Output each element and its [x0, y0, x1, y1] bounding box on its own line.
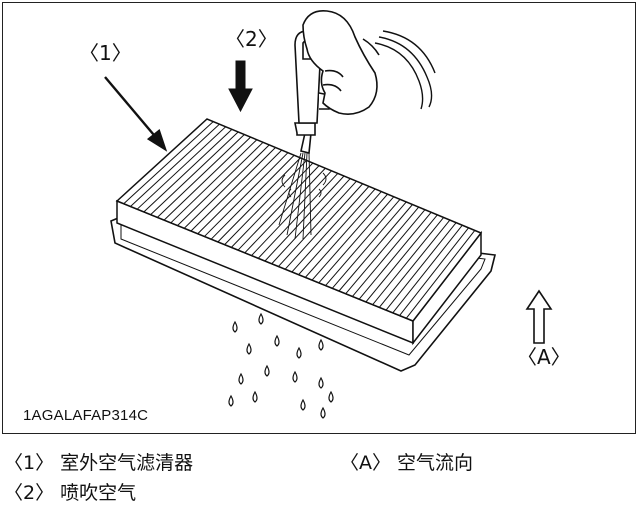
- pleat-line: [224, 160, 307, 245]
- water-drop: [318, 376, 324, 389]
- water-drop: [274, 334, 280, 347]
- pleat-line: [163, 136, 251, 221]
- airflow-arrow: [525, 289, 553, 344]
- water-drop: [300, 398, 306, 411]
- pleat-line: [170, 139, 258, 224]
- pleat-line: [244, 167, 326, 254]
- water-drop: [292, 370, 298, 383]
- water-drop: [252, 390, 258, 403]
- water-drops: [228, 312, 334, 419]
- figure-frame: 〈1〉 〈2〉 〈A〉 1AGALAFAP314C: [2, 2, 636, 434]
- legend-tag: 〈A〉: [340, 452, 391, 474]
- pleat-line: [298, 188, 376, 275]
- pleat-line: [130, 123, 220, 207]
- pleat-line: [157, 134, 245, 218]
- pleat-line: [291, 186, 370, 273]
- filter-pleats: [123, 121, 476, 319]
- water-drop: [318, 338, 324, 351]
- pleat-line: [183, 144, 270, 229]
- water-drop: [228, 394, 234, 407]
- pleat-line: [311, 193, 388, 281]
- pleat-line: [385, 222, 457, 311]
- water-drop: [232, 320, 238, 333]
- pleat-line: [325, 198, 401, 286]
- pleat-line: [204, 152, 289, 237]
- legend-text: 空气流向: [397, 452, 474, 474]
- water-drop: [296, 346, 302, 359]
- water-drop: [328, 390, 334, 403]
- pleat-line: [231, 162, 314, 248]
- pleat-line: [372, 217, 445, 305]
- pleat-line: [399, 227, 469, 316]
- callout-airflow: 〈A〉: [517, 345, 571, 369]
- pleat-line: [284, 183, 364, 270]
- pleat-line: [358, 211, 432, 300]
- pleat-line: [136, 126, 227, 210]
- hand: [302, 9, 380, 115]
- air-filter-illustration: [104, 9, 553, 419]
- pleat-line: [278, 180, 357, 267]
- water-drop: [238, 372, 244, 385]
- pleat-line: [318, 196, 395, 284]
- water-drop: [246, 342, 252, 355]
- pleat-line: [405, 230, 476, 319]
- water-drop: [264, 364, 270, 377]
- air-hose: [374, 30, 436, 110]
- legend-text: 喷吹空气: [60, 482, 137, 504]
- pleat-line: [345, 206, 420, 295]
- pleat-line: [331, 201, 407, 289]
- pleat-line: [197, 149, 283, 235]
- filter-leader-arrow: [104, 76, 168, 152]
- legend-tag: 〈1〉: [4, 452, 55, 474]
- pleat-line: [365, 214, 438, 303]
- callout-filter: 〈1〉: [79, 41, 132, 65]
- pleat-line: [338, 204, 413, 292]
- callout-spray: 〈2〉: [225, 27, 278, 51]
- figure-code: 1AGALAFAP314C: [23, 407, 149, 424]
- legend-text: 室外空气滤清器: [60, 452, 194, 474]
- pleat-line: [177, 141, 264, 226]
- pleat-line: [210, 154, 295, 240]
- water-drop: [320, 406, 326, 419]
- spray-mist: [278, 152, 327, 240]
- pleat-line: [304, 191, 382, 278]
- legend-item-spray: 〈2〉喷吹空气: [4, 484, 136, 503]
- pleat-line: [378, 219, 451, 308]
- pleat-line: [217, 157, 301, 243]
- pleat-line: [143, 128, 233, 213]
- legend-item-airflow: 〈A〉空气流向: [340, 454, 473, 473]
- pleat-line: [392, 224, 463, 314]
- pleat-line: [264, 175, 345, 262]
- pleat-line: [150, 131, 239, 215]
- pleat-line: [190, 147, 276, 232]
- spray-direction-arrow: [228, 60, 253, 113]
- pleat-line: [352, 209, 426, 297]
- water-drop: [258, 312, 264, 325]
- legend-item-filter: 〈1〉室外空气滤清器: [4, 454, 193, 473]
- legend-tag: 〈2〉: [4, 482, 55, 504]
- pleat-line: [123, 121, 214, 205]
